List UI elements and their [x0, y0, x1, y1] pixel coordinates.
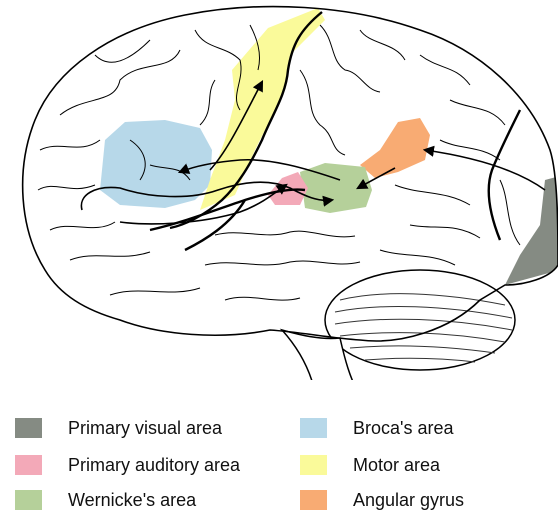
primary-visual-area-region — [505, 176, 558, 285]
major-fissures — [150, 12, 520, 250]
legend-label: Wernicke's area — [68, 490, 196, 511]
legend-swatch — [15, 455, 42, 475]
legend-swatch — [15, 490, 42, 510]
parieto-occipital-sulcus — [489, 110, 520, 240]
legend-label: Primary visual area — [68, 418, 222, 439]
legend-label: Primary auditory area — [68, 455, 240, 476]
arrow-visual-to-angular — [425, 150, 545, 190]
legend-item-motor: Motor area — [300, 450, 440, 480]
legend-item-wernicke: Wernicke's area — [15, 485, 196, 515]
brain-diagram — [0, 0, 558, 380]
legend-item-primary-auditory: Primary auditory area — [15, 450, 240, 480]
legend-swatch — [300, 418, 327, 438]
legend-label: Broca's area — [353, 418, 454, 439]
legend-swatch — [300, 455, 327, 475]
legend-swatch — [15, 418, 42, 438]
legend-swatch — [300, 490, 327, 510]
legend-item-broca: Broca's area — [300, 413, 454, 443]
brainstem — [282, 330, 358, 380]
legend-item-angular-gyrus: Angular gyrus — [300, 485, 464, 515]
legend-label: Motor area — [353, 455, 440, 476]
cerebellum-folia — [335, 294, 512, 362]
angular-gyrus-region — [360, 118, 430, 178]
legend-item-primary-visual: Primary visual area — [15, 413, 222, 443]
legend-label: Angular gyrus — [353, 490, 464, 511]
temporal-fissure — [185, 200, 245, 250]
